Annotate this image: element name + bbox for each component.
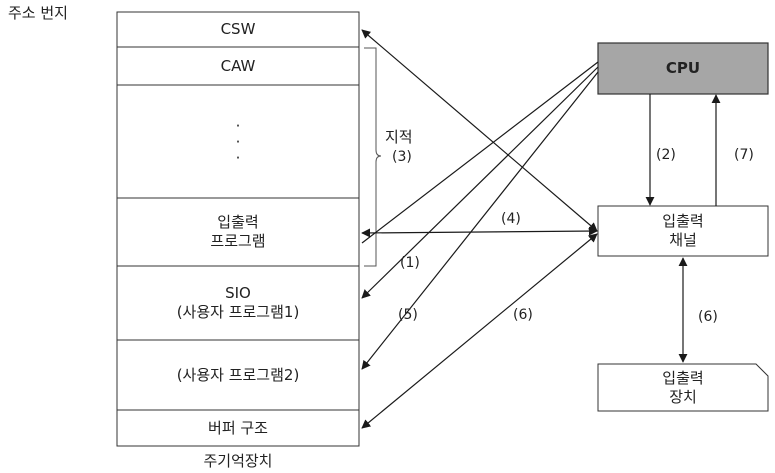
arrow-label-1: (1) (400, 255, 420, 271)
ellipsis-dot: · (235, 148, 241, 167)
arrow-6-channel-buffer (361, 233, 598, 429)
ellipsis-dot: · (235, 116, 241, 135)
arrow-label-6b: (6) (698, 309, 718, 325)
io-channel-label: 입출력 채널 (598, 206, 768, 256)
io-program-line: 입출력 (217, 213, 259, 231)
io-program-line: 프로그램 (210, 232, 266, 250)
arrow-label-5: (5) (398, 307, 418, 323)
arrow-csw-channel (361, 29, 598, 232)
device-line: 장치 (669, 387, 697, 406)
cpu-box (597, 42, 769, 95)
sio-line: SIO (225, 284, 251, 302)
csw-label: CSW (220, 20, 256, 38)
address-label: 주소 번지 (8, 4, 68, 22)
channel-line: 채널 (669, 231, 697, 249)
arrow-label-4: (4) (501, 211, 521, 227)
pointer-num: (3) (392, 149, 412, 165)
memory-cell-caw: CAW (117, 47, 359, 85)
arrow-label-2: (2) (656, 147, 676, 163)
memory-caption: 주기억장치 (203, 452, 273, 470)
user-program2-label: (사용자 프로그램2) (176, 365, 300, 384)
io-device-box (597, 363, 769, 412)
memory-cell-csw: CSW (117, 12, 359, 47)
memory-cell-user-program2: (사용자 프로그램2) (117, 340, 359, 410)
arrow-cpu-caw (361, 61, 599, 244)
channel-line: 입출력 (662, 212, 704, 230)
arrow-label-7: (7) (734, 147, 754, 163)
device-line: 입출력 (662, 368, 704, 387)
io-device-label: 입출력 장치 (598, 364, 768, 411)
pointer-label: 지적 (385, 128, 413, 146)
memory-cell-io-program: 입출력 프로그램 (117, 198, 359, 266)
ellipsis-dot: · (235, 132, 241, 151)
arrow-1-cpu-sio (361, 66, 599, 299)
buffer-label: 버퍼 구조 (208, 418, 268, 437)
memory-cell-ellipsis: · · · (117, 85, 359, 198)
cpu-label: CPU (665, 59, 701, 77)
caw-label: CAW (220, 56, 256, 75)
sio-line: (사용자 프로그램1) (176, 303, 300, 321)
memory-cell-buffer: 버퍼 구조 (117, 410, 359, 446)
memory-block (116, 11, 360, 447)
arrow-5-cpu-program2 (361, 71, 599, 370)
arrow-4-program-channel (361, 226, 598, 238)
memory-cell-sio: SIO (사용자 프로그램1) (117, 266, 359, 340)
io-channel-box (597, 205, 769, 257)
arrow-label-6a: (6) (513, 307, 533, 323)
